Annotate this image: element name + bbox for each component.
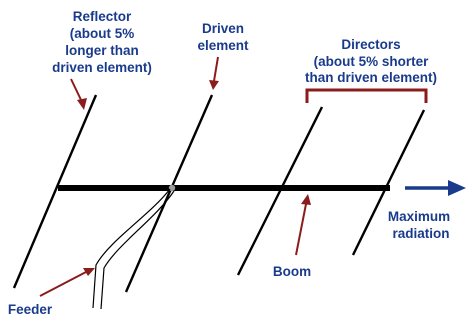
directors-title: Directors xyxy=(341,37,400,52)
directors-note-line2: than driven element) xyxy=(305,70,437,85)
directors-bracket xyxy=(305,88,428,103)
feeder-label: Feeder xyxy=(8,302,53,317)
reflector-element xyxy=(12,94,98,289)
feeder-cable xyxy=(92,188,175,310)
reflector-note-line3: driven element) xyxy=(52,60,152,75)
reflector-note-line1: (about 5% xyxy=(70,26,135,41)
boom-pointer-arrow xyxy=(295,194,311,256)
driven-pointer-arrow xyxy=(209,56,219,90)
feed-point xyxy=(168,184,176,192)
reflector-pointer-arrow xyxy=(70,78,87,110)
driven-label-line1: Driven xyxy=(202,21,244,36)
radiation-label-line1: Maximum xyxy=(388,209,450,224)
driven-element xyxy=(124,94,214,293)
radiation-direction-arrow xyxy=(405,180,466,196)
radiation-label-line2: radiation xyxy=(392,226,449,241)
director-element-2 xyxy=(351,109,426,256)
driven-label-line2: element xyxy=(197,38,249,53)
feeder-pointer-arrow xyxy=(39,268,95,297)
directors-note-line1: (about 5% shorter xyxy=(314,54,430,69)
reflector-title: Reflector xyxy=(73,9,132,24)
boom-label: Boom xyxy=(273,264,311,279)
reflector-note-line2: longer than xyxy=(65,43,139,58)
